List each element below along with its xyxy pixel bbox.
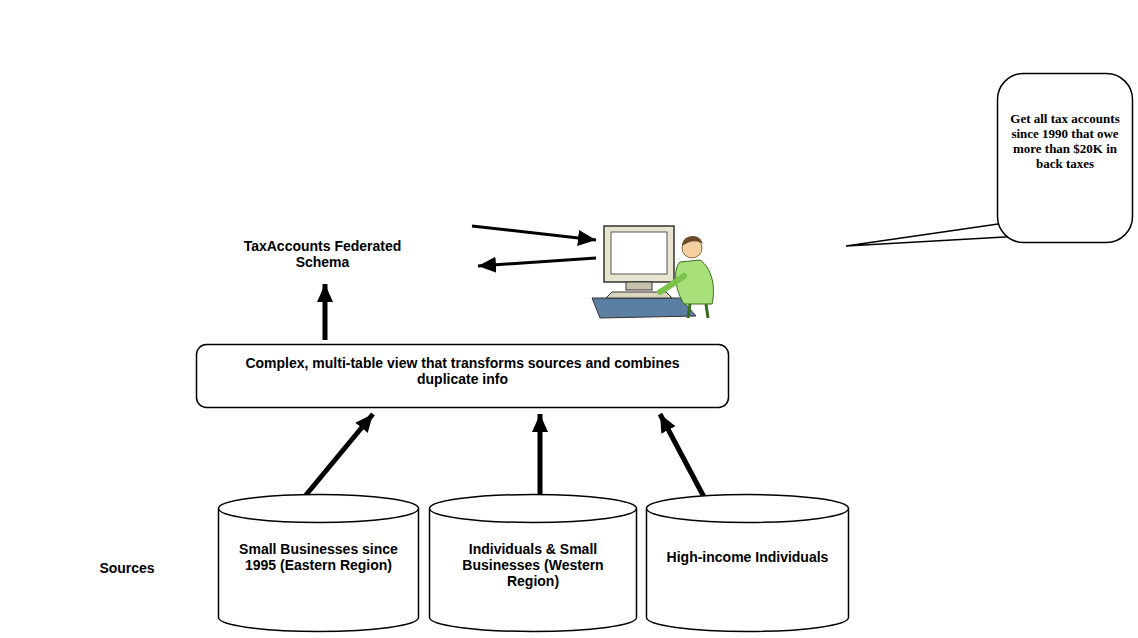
computer-user bbox=[592, 226, 714, 318]
source-database: High-income Individuals bbox=[645, 493, 850, 633]
source-database: Individuals & Small Businesses (Western … bbox=[428, 493, 638, 633]
person-legs bbox=[688, 304, 708, 318]
callout-border bbox=[998, 74, 1133, 243]
monitor-stand bbox=[626, 282, 652, 290]
view-box-border bbox=[197, 345, 729, 408]
source-database: Small Businesses since 1995 (Eastern Reg… bbox=[217, 493, 420, 633]
person-hair bbox=[682, 236, 703, 246]
callout-tail bbox=[846, 222, 1024, 246]
cylinder-rim bbox=[647, 509, 849, 523]
view-box: Complex, multi-table view that transform… bbox=[195, 343, 730, 409]
callout-bubble: Get all tax accounts since 1990 that owe… bbox=[996, 72, 1134, 244]
database-label: Individuals & Small Businesses (Western … bbox=[436, 541, 630, 589]
cylinder-body bbox=[219, 495, 419, 632]
flow-arrow bbox=[660, 414, 705, 499]
cylinder-body bbox=[430, 495, 637, 632]
database-label: High-income Individuals bbox=[653, 549, 842, 565]
desk bbox=[592, 298, 696, 318]
flow-arrow bbox=[538, 414, 543, 499]
view-text: Complex, multi-table view that transform… bbox=[215, 355, 710, 387]
flow-arrow bbox=[301, 414, 373, 501]
person-body bbox=[676, 260, 714, 304]
monitor-screen bbox=[611, 232, 667, 274]
schema-to-user-arrow bbox=[472, 226, 596, 240]
sources-label: Sources bbox=[92, 560, 162, 576]
user-to-schema-arrow bbox=[478, 258, 596, 266]
callout-text: Get all tax accounts since 1990 that owe… bbox=[1002, 112, 1128, 172]
person-arm bbox=[660, 276, 684, 292]
monitor bbox=[604, 226, 674, 282]
schema-label: TaxAccounts Federated Schema bbox=[235, 238, 410, 270]
cylinder-rim bbox=[219, 509, 419, 523]
database-label: Small Businesses since 1995 (Eastern Reg… bbox=[225, 541, 412, 573]
cylinder-body bbox=[647, 495, 849, 632]
view-to-schema-arrow bbox=[323, 284, 328, 340]
cylinder-rim bbox=[430, 509, 637, 523]
